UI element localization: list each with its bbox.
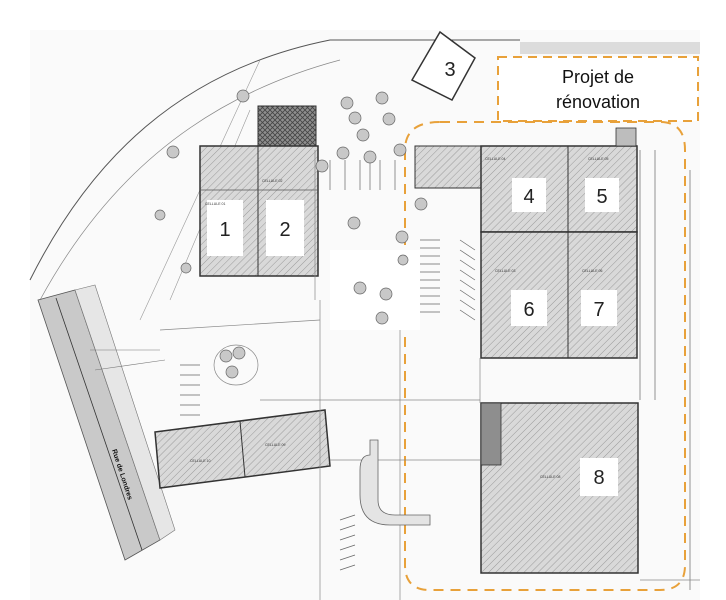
cell-4-label-box [512, 178, 546, 212]
renovation-label: Projet de rénovation [497, 56, 699, 122]
building-cells-1-2: 1 2 CELLULE 01 CELLULE 02 [199, 105, 319, 277]
cell-2-number: 2 [279, 219, 290, 241]
cell-1-number: 1 [219, 219, 230, 241]
cell-9-caption: CELLULE 09 [265, 443, 285, 447]
cell-2-label-box [266, 200, 304, 256]
road-rue-de-londres: Rue de Londres [37, 284, 176, 561]
cell-8-label-box [580, 458, 618, 496]
cell-7-caption: CELLULE 06 [582, 269, 602, 273]
road-lines [159, 150, 700, 600]
walkway [359, 439, 431, 526]
top-strip [520, 42, 700, 54]
renovation-label-line1: Projet de [562, 67, 634, 87]
building-cell-3: 3 [410, 30, 476, 101]
renovation-label-box [497, 56, 699, 122]
cell-6-label-box [511, 290, 547, 326]
cell-2-caption: CELLULE 02 [262, 179, 282, 183]
cell-4-number: 4 [523, 186, 534, 208]
renovation-boundary [404, 121, 686, 591]
trees [154, 89, 428, 379]
cell-8-caption: CELLULE 08 [540, 475, 560, 479]
cell-4-caption: CELLULE 04 [485, 157, 505, 161]
inner-boundary [39, 59, 341, 301]
cell-3-number: 3 [444, 59, 455, 81]
parking-stripes [180, 150, 691, 590]
cell-5-label-box [585, 178, 619, 212]
cell-10-caption: CELLULE 10 [190, 459, 210, 463]
building-cells-10-9: CELLULE 10 CELLULE 09 [154, 409, 331, 489]
cell-8-number: 8 [593, 467, 604, 489]
cell-6-number: 6 [523, 299, 534, 321]
cell-7-number: 7 [593, 299, 604, 321]
building-cells-4-5: 4 5 CELLULE 04 CELLULE 05 [414, 127, 638, 233]
cell-5-caption: CELLULE 05 [588, 157, 608, 161]
pavilion-outline [213, 344, 259, 386]
cell-6-caption: CELLULE 03 [495, 269, 515, 273]
cell-1-caption: CELLULE 01 [205, 202, 225, 206]
northern-boundary [29, 39, 520, 281]
renovation-label-line2: rénovation [556, 92, 640, 112]
building-cells-6-7: 6 7 CELLULE 03 CELLULE 06 [480, 231, 638, 359]
cell-7-label-box [581, 290, 617, 326]
building-cell-8: 8 CELLULE 08 [480, 402, 639, 574]
cell-1-label-box [207, 200, 243, 256]
cell-5-number: 5 [596, 186, 607, 208]
